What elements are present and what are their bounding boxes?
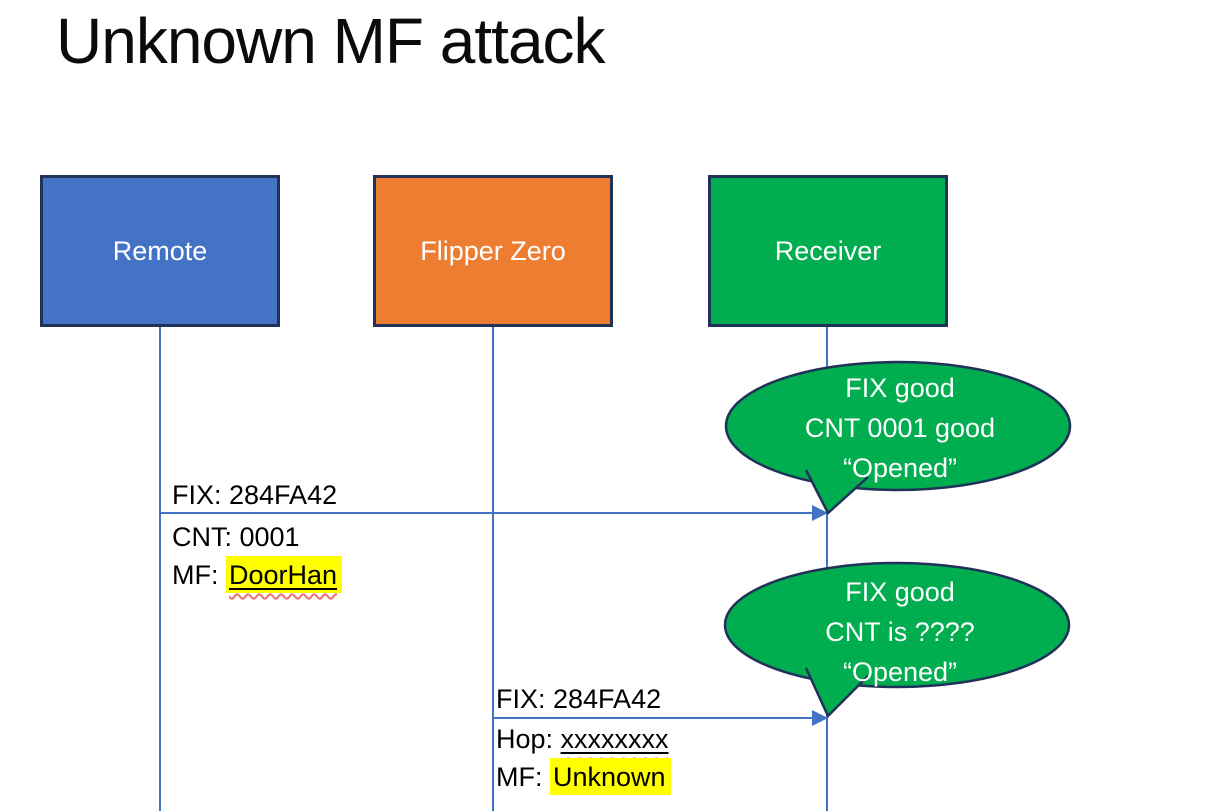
spellcheck-squiggle: xxxxxxxx [561,724,669,754]
actor-label-remote: Remote [112,235,208,266]
bubble-2-line-3: “Opened” [842,657,958,687]
bubble-1-line-2: CNT 0001 good [804,413,996,443]
message-arrow-1-line [160,512,814,514]
bubble-1-line-3: “Opened” [842,453,958,483]
message-2-line-mf: MF: Unknown [496,758,671,795]
actor-box-receiver: Receiver [708,175,948,327]
message-2-fix-text: FIX: 284FA42 [496,684,662,714]
lifeline-remote [159,327,161,811]
speech-bubble-2-tail [804,667,869,719]
actor-box-remote: Remote [40,175,280,327]
bubble-2-line-1: FIX good [845,577,955,607]
message-arrow-2-line [493,717,814,719]
speech-bubble-2-body [723,561,1071,689]
message-1-fix-text: FIX: 284FA42 [172,480,338,510]
speech-bubble-2-text: FIX good CNT is ???? “Opened” [738,572,1062,692]
speech-bubble-1 [724,360,1072,516]
message-1-mf-value-highlighted: DoorHan [226,556,343,593]
message-1-line-cnt: CNT: 0001 [172,520,300,554]
message-arrow-2-head-icon [812,710,828,726]
message-2-hop-value: xxxxxxxx [560,724,669,754]
message-2-mf-prefix: MF: [496,762,550,792]
bubble-1-line-1: FIX good [845,373,955,403]
message-2-line-fix: FIX: 284FA42 [496,682,661,716]
spellcheck-squiggle: DoorHan [226,556,343,593]
message-2-mf-value-highlighted: Unknown [550,758,671,795]
speech-bubble-1-tail [804,469,869,516]
lifeline-flipper-zero [492,327,494,811]
message-2-line-hop: Hop: xxxxxxxx [496,722,669,756]
actor-label-flipper-zero: Flipper Zero [420,235,566,266]
bubble-2-line-2: CNT is ???? [825,617,975,647]
message-1-mf-prefix: MF: [172,560,226,590]
message-1-cnt-text: CNT: 0001 [172,522,300,552]
actor-box-flipper-zero: Flipper Zero [373,175,613,327]
message-1-line-mf: MF: DoorHan [172,556,343,593]
speech-bubble-1-text: FIX good CNT 0001 good “Opened” [738,368,1062,488]
speech-bubble-2 [723,561,1071,719]
message-arrow-1-head-icon [812,505,828,521]
message-1-line-fix: FIX: 284FA42 [172,478,337,512]
message-2-hop-prefix: Hop: [496,724,561,754]
slide-title: Unknown MF attack [56,5,606,77]
speech-bubble-1-body [724,360,1072,492]
actor-label-receiver: Receiver [774,235,882,266]
